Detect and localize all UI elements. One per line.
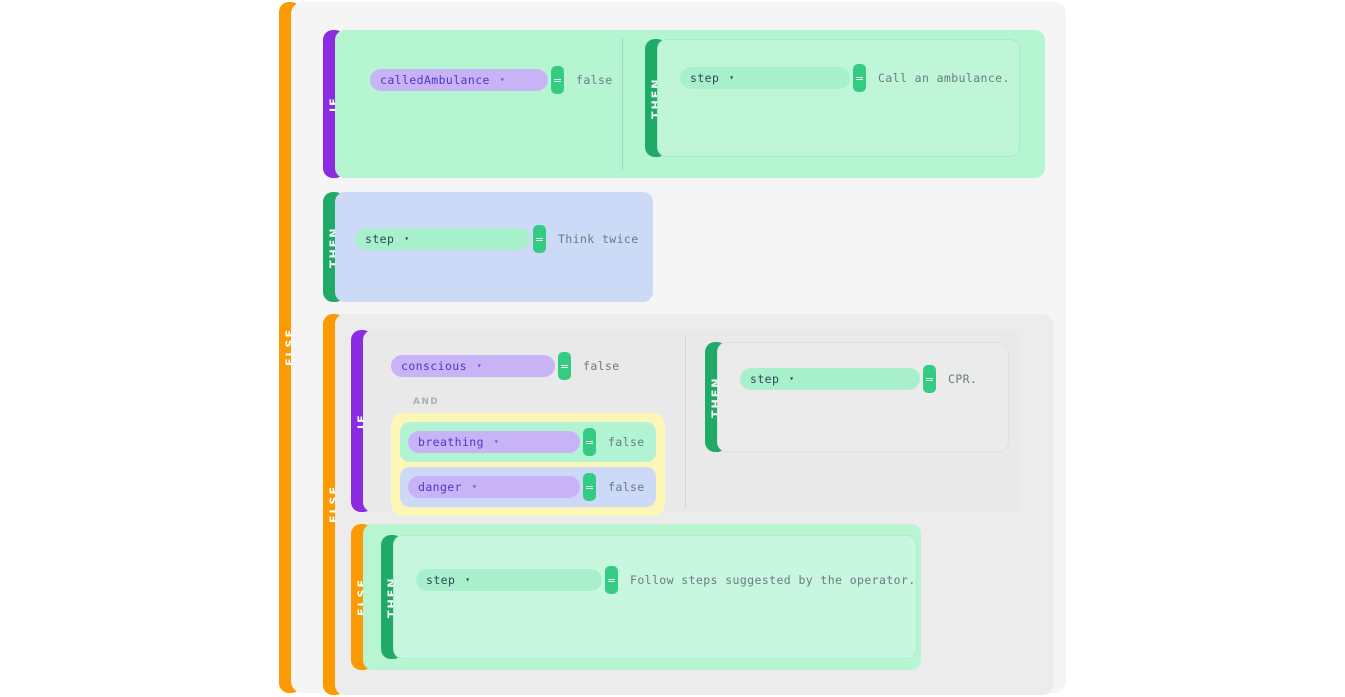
variable-select-step[interactable]: step ▾	[680, 67, 850, 89]
equals-badge[interactable]: =	[583, 473, 596, 501]
then-block-body: step ▾ = CPR.	[717, 342, 1009, 452]
condition-value[interactable]: false	[608, 435, 645, 449]
equals-badge[interactable]: =	[551, 66, 564, 94]
variable-select-step[interactable]: step ▾	[355, 228, 530, 250]
then-block-think-twice[interactable]: THEN step ▾ = Think twice	[323, 192, 653, 302]
outer-else-body: IF calledAmbulance ▾ = false	[291, 2, 1066, 695]
variable-label: step	[690, 71, 720, 85]
condition-row-called-ambulance[interactable]: calledAmbulance ▾ = false	[370, 66, 623, 94]
variable-select-breathing[interactable]: breathing ▾	[408, 431, 580, 453]
condition-row-breathing[interactable]: breathing ▾ = false	[400, 422, 656, 462]
action-value[interactable]: CPR.	[948, 372, 978, 386]
condition-value[interactable]: false	[576, 73, 613, 87]
action-row-step[interactable]: step ▾ = Follow steps suggested by the o…	[416, 566, 916, 594]
then-block-body: step ▾ = Follow steps suggested by the o…	[393, 535, 917, 659]
chevron-down-icon[interactable]: ▾	[465, 575, 471, 584]
chevron-down-icon[interactable]: ▾	[789, 374, 795, 383]
then-block-body: step ▾ = Call an ambulance.	[657, 39, 1020, 157]
condition-row-danger[interactable]: danger ▾ = false	[400, 467, 656, 507]
action-value[interactable]: Call an ambulance.	[878, 71, 1010, 85]
action-row-step[interactable]: step ▾ = Call an ambulance.	[680, 64, 1019, 92]
inner-else-body: THEN step ▾ = Follow steps suggested b	[363, 524, 921, 670]
then-block-call-ambulance[interactable]: THEN step ▾ = Call an ambulance.	[645, 39, 1020, 157]
chevron-down-icon[interactable]: ▾	[499, 75, 506, 84]
variable-label: breathing	[418, 435, 484, 449]
if-block-body: calledAmbulance ▾ = false THEN	[335, 30, 1045, 178]
equals-badge[interactable]: =	[605, 566, 618, 594]
variable-label: step	[365, 232, 395, 246]
variable-select-step[interactable]: step ▾	[740, 368, 920, 390]
equals-badge[interactable]: =	[558, 352, 571, 380]
condition-value[interactable]: false	[608, 480, 645, 494]
chevron-down-icon[interactable]: ▾	[471, 482, 478, 491]
condition-row-conscious[interactable]: conscious ▾ = false	[391, 352, 685, 380]
nested-if-condition-area: conscious ▾ = false AND	[373, 330, 685, 516]
condition-value[interactable]: false	[583, 359, 620, 373]
if-block-called-ambulance[interactable]: IF calledAmbulance ▾ = false	[323, 30, 1045, 178]
variable-select-danger[interactable]: danger ▾	[408, 476, 580, 498]
variable-label: conscious	[401, 359, 467, 373]
variable-label: danger	[418, 480, 462, 494]
nested-else-body: IF conscious ▾ = false	[335, 314, 1053, 695]
condition-group-highlight[interactable]: breathing ▾ = false danger	[391, 413, 665, 516]
if-condition-area: calledAmbulance ▾ = false	[345, 30, 623, 178]
chevron-down-icon[interactable]: ▾	[493, 437, 500, 446]
variable-select-step[interactable]: step ▾	[416, 569, 602, 591]
outer-else-block[interactable]: ELSE IF calledAmbulance ▾ = false	[279, 2, 1066, 695]
chevron-down-icon[interactable]: ▾	[729, 73, 735, 82]
action-value[interactable]: Follow steps suggested by the operator.	[630, 573, 916, 587]
equals-badge[interactable]: =	[853, 64, 866, 92]
then-block-body: step ▾ = Think twice	[335, 192, 653, 302]
logical-connector-and[interactable]: AND	[413, 389, 685, 408]
and-label: AND	[413, 397, 440, 407]
nested-else-block[interactable]: ELSE IF conscious ▾	[323, 314, 1053, 695]
variable-label: calledAmbulance	[380, 73, 490, 87]
variable-select-conscious[interactable]: conscious ▾	[391, 355, 555, 377]
action-value[interactable]: Think twice	[558, 232, 639, 246]
variable-select-calledambulance[interactable]: calledAmbulance ▾	[370, 69, 548, 91]
variable-label: step	[426, 573, 456, 587]
chevron-down-icon[interactable]: ▾	[404, 234, 410, 243]
then-block-cpr[interactable]: THEN step ▾ = CPR.	[705, 342, 1009, 452]
inner-else-block[interactable]: ELSE THEN step ▾	[351, 524, 921, 670]
action-row-step[interactable]: step ▾ = CPR.	[740, 365, 1008, 393]
equals-badge[interactable]: =	[923, 365, 936, 393]
if-then-area: THEN step ▾ = Call an ambulance.	[623, 30, 1045, 178]
nested-if-block[interactable]: IF conscious ▾ = false	[351, 330, 1021, 516]
equals-badge[interactable]: =	[583, 428, 596, 456]
nested-if-then-area: THEN step ▾ = CPR.	[685, 330, 1021, 512]
action-row-step[interactable]: step ▾ = Think twice	[355, 225, 653, 253]
then-block-operator-steps[interactable]: THEN step ▾ = Follow steps suggested b	[381, 535, 917, 659]
equals-badge[interactable]: =	[533, 225, 546, 253]
nested-if-body: conscious ▾ = false AND	[363, 330, 1021, 516]
chevron-down-icon[interactable]: ▾	[476, 361, 483, 370]
variable-label: step	[750, 372, 780, 386]
